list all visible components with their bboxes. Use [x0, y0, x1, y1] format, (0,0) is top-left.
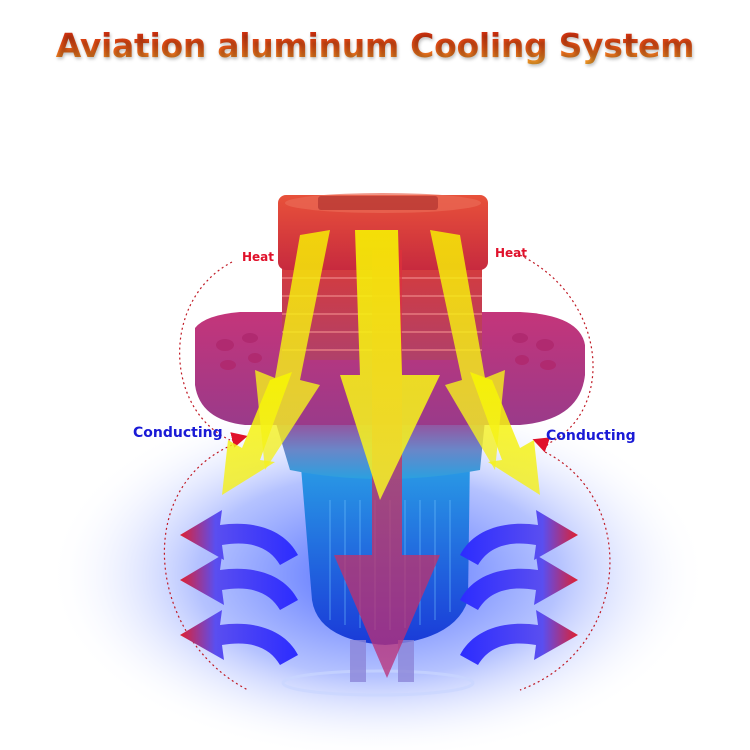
conducting-label-left: Conducting — [133, 425, 223, 441]
heat-pointer-right — [532, 437, 551, 453]
heat-arrow-outer-right — [470, 372, 540, 495]
pin-right — [398, 640, 414, 682]
airflow-arrows-right — [460, 510, 578, 665]
heat-pointer-left — [230, 432, 248, 448]
conducting-label-right: Conducting — [546, 428, 636, 444]
airflow-arrow-left-3 — [180, 610, 298, 665]
conducting-dotted-path-right — [519, 451, 611, 691]
heat-label-right: Heat — [495, 246, 528, 260]
airflow-arrows-left — [180, 510, 298, 665]
conducting-dotted-path-left — [163, 444, 249, 691]
airflow-arrow-left-1 — [180, 510, 298, 565]
pin-left — [350, 640, 366, 682]
base-glow-ring — [281, 669, 475, 697]
page-title: Aviation aluminum Cooling System — [0, 26, 750, 65]
heat-arrow-center — [340, 230, 440, 500]
heat-arrow-outer-left — [222, 372, 292, 495]
airflow-arrow-right-2 — [460, 555, 578, 610]
cap-slot — [318, 196, 438, 210]
heat-dotted-path-left — [179, 261, 233, 441]
airflow-arrow-left-2 — [180, 555, 298, 610]
heat-label-left: Heat — [242, 250, 275, 264]
airflow-arrow-right-1 — [460, 510, 578, 565]
flange-holes — [216, 333, 556, 370]
airflow-arrow-right-3 — [460, 610, 578, 665]
